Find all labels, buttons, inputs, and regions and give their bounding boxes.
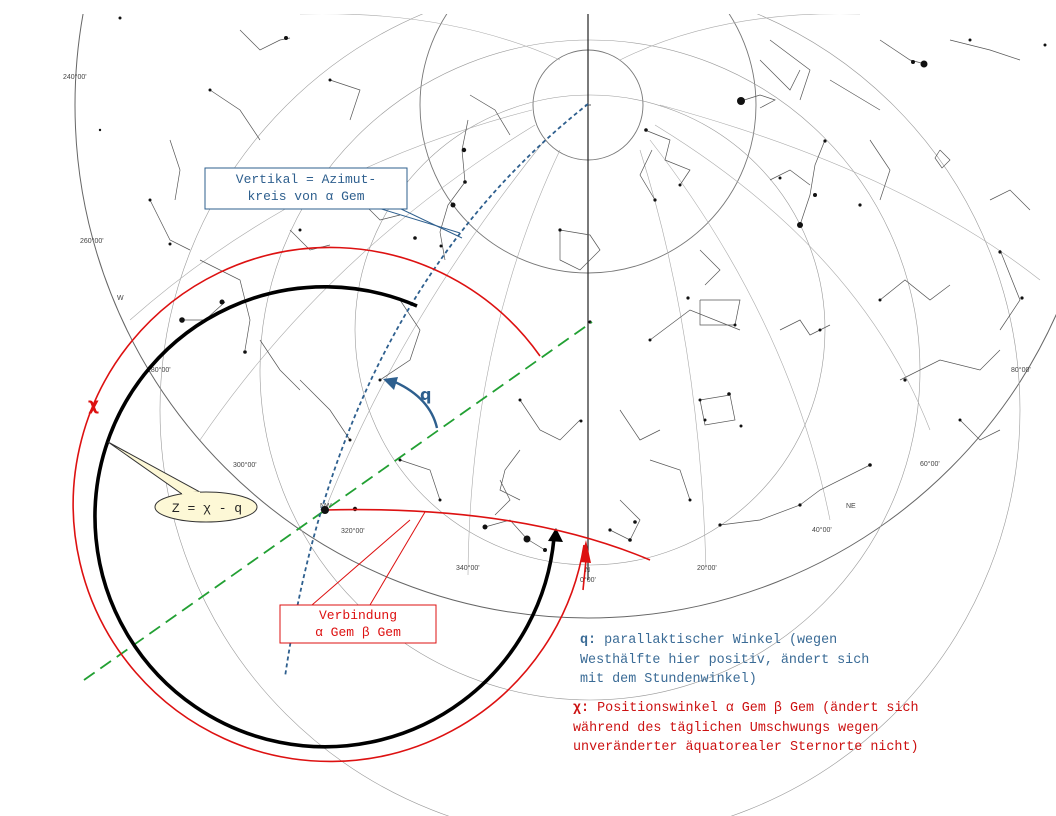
z-formula-bubble: Z = χ - q [107, 441, 258, 523]
vertical-callout: Vertikal = Azimut- kreis von α Gem [204, 167, 463, 239]
connection-callout: Verbindung α Gem β Gem [279, 511, 437, 644]
azimuth-label-280: 280°00' [147, 366, 171, 374]
azimuth-label-0: 0°00' [580, 576, 596, 584]
horizon-circle [74, 14, 1056, 619]
q-line1-text: parallaktischer Winkel (wegen [604, 633, 838, 648]
azimuth-label-240: 240°00' [63, 73, 87, 81]
azimuth-label-40: 40°00' [812, 526, 832, 534]
alpha-gem-star [321, 506, 329, 514]
q-angle-label: q [420, 385, 431, 404]
azimuth-label-340: 340°00' [456, 564, 480, 572]
chi-explanation-line2: während des täglichen Umschwungs wegen [573, 720, 879, 736]
q-symbol: q: [580, 633, 597, 648]
chi-arrowhead [580, 540, 591, 563]
chi-explanation-line3: unveränderter äquatorealer Sternorte nic… [573, 740, 919, 756]
z-arc [93, 285, 556, 749]
connection-line [324, 508, 651, 561]
q-explanation: q: parallaktischer Winkel (wegen Westhäl… [580, 631, 869, 690]
direction-label-ne: NE [846, 503, 856, 510]
constellation-lines [149, 29, 1031, 551]
azimuth-label-60: 60°00' [920, 460, 940, 468]
direction-label-n: N [585, 567, 590, 574]
q-arrowhead [383, 377, 398, 390]
star-chart: 240°00' 260°00' 280°00' 300°00' 320°00' … [63, 14, 1056, 816]
connection-callout-line2: α Gem β Gem [315, 625, 401, 640]
declination-circle-1 [354, 94, 826, 566]
green-dashed-line [83, 321, 593, 681]
chi-line1-text: Positionswinkel α Gem β Gem (ändert sich [597, 701, 919, 716]
chi-symbol: χ: [573, 701, 590, 716]
azimuth-label-300: 300°00' [233, 461, 257, 469]
z-formula-ellipse [154, 491, 258, 523]
chi-explanation: χ: Positionswinkel α Gem β Gem (ändert s… [573, 699, 919, 758]
chi-angle-label: χ [88, 395, 99, 415]
direction-label-w: W [117, 295, 124, 302]
declination-circle-3 [159, 14, 1021, 816]
z-arrowhead [548, 528, 563, 542]
azimuth-label-260: 260°00' [80, 237, 104, 245]
vertical-azimuth-circle [284, 103, 589, 678]
chi-explanation-line1: χ: Positionswinkel α Gem β Gem (ändert s… [573, 699, 919, 719]
vertical-callout-line2: kreis von α Gem [247, 189, 364, 204]
chi-outer-arc [72, 246, 585, 763]
azimuth-label-80: 80°00' [1011, 366, 1031, 374]
connection-callout-box [279, 604, 437, 644]
q-explanation-line1: q: parallaktischer Winkel (wegen [580, 631, 869, 651]
azimuth-label-320: 320°00' [341, 527, 365, 535]
connection-callout-line1: Verbindung [319, 608, 397, 623]
stars [98, 16, 1047, 552]
vertical-callout-box [204, 167, 408, 210]
chi-arrow-shaft [582, 559, 587, 591]
q-explanation-line2: Westhälfte hier positiv, ändert sich [580, 652, 870, 668]
q-angle-arc [394, 380, 439, 429]
q-explanation-line3: mit dem Stundenwinkel) [580, 672, 757, 688]
declination-circle-2 [259, 39, 921, 701]
azimuth-label-20: 20°00' [697, 564, 717, 572]
z-formula-text: Z = χ - q [172, 501, 242, 516]
vertical-callout-line1: Vertikal = Azimut- [236, 172, 376, 187]
